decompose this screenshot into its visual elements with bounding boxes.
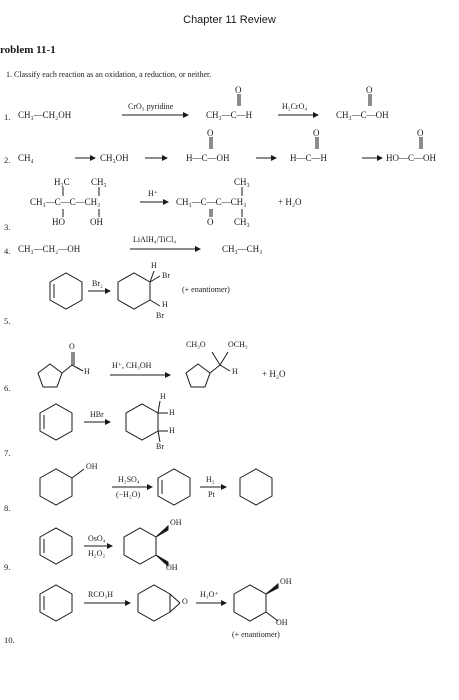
- r2-e-oxygen: O: [417, 128, 424, 138]
- r7-bromine: Br: [156, 442, 164, 451]
- cyclopentane-ring-6a: [37, 363, 63, 388]
- r8-reagent: H₂SO₄: [118, 475, 140, 484]
- reaction-number-6: 6.: [4, 383, 11, 393]
- r4-reagent: LiAlH₄/TiCl₄: [133, 235, 177, 244]
- r1-p1-oxygen: O: [235, 85, 242, 95]
- r3-top-left: H₃C: [54, 177, 70, 187]
- r3-p-top: CH₃: [234, 177, 250, 187]
- problem-title: roblem 11-1: [0, 44, 56, 56]
- r9-reagent2: H₂O₂: [88, 549, 106, 558]
- r2-d-oxygen: O: [313, 128, 320, 138]
- r3-pinacol: CH₃—C—C—CH₃: [30, 197, 101, 207]
- r1-product-aldehyde: CH₃—C—H: [206, 110, 253, 120]
- r10-reagent2: H₃O⁺: [200, 590, 219, 599]
- r3-bottom-left: HO: [52, 217, 65, 227]
- r10-epoxide-oxygen: O: [182, 597, 188, 606]
- reaction-number-5: 5.: [4, 316, 11, 326]
- cyclopentane-ring-6b: [185, 363, 211, 388]
- instructions: 1. Classify each reaction as an oxidatio…: [6, 70, 212, 79]
- r4-ethane: CH₃—CH₃: [222, 244, 263, 254]
- r6-aldehyde-h: H: [84, 367, 90, 376]
- reaction-number-10: 10.: [4, 635, 15, 645]
- r8-catalyst: Pt: [208, 490, 215, 499]
- r9-reagent: OsO₄: [88, 534, 106, 543]
- r2-carbonic-acid: HO—C—OH: [386, 153, 437, 163]
- r5-reagent: Br₂: [92, 279, 103, 288]
- r4-ethanol: CH₃—CH₂—OH: [18, 244, 81, 254]
- r7-h-low: H: [169, 426, 175, 435]
- r6-water: + H₂O: [262, 369, 286, 379]
- bromocyclohexane-ring: [125, 403, 159, 441]
- r5-h-bottom: H: [162, 300, 168, 309]
- r3-top-right: CH₃: [91, 177, 107, 187]
- r10-oh-bottom: OH: [276, 618, 288, 627]
- r3-water: + H₂O: [278, 197, 302, 207]
- r1-reactant: CH₃—CH₂OH: [18, 110, 72, 120]
- cyclohexene-ring-9: [39, 527, 73, 565]
- r7-h-top: H: [160, 392, 166, 401]
- cyclohexene-ring-7: [39, 403, 73, 441]
- reaction-number-8: 8.: [4, 503, 11, 513]
- r5-br-top: Br: [162, 271, 170, 280]
- r6-reagent: H⁺, CH₃OH: [112, 361, 152, 370]
- r6-och3-right: OCH₃: [228, 340, 248, 349]
- r1-reagent2: H₂CrO₄: [282, 102, 308, 111]
- r8-reagent2: (−H₂O): [116, 490, 141, 499]
- page-header: Chapter 11 Review: [183, 14, 276, 26]
- r5-enantiomer-note: (+ enantiomer): [182, 285, 230, 294]
- r2-methane: CH₄: [18, 153, 34, 163]
- r2-formaldehyde: H—C—H: [290, 153, 328, 163]
- reaction-number-4: 4.: [4, 246, 11, 256]
- r1-product-acid: CH₃—C—OH: [336, 110, 389, 120]
- r7-h-mid: H: [169, 408, 175, 417]
- r9-oh-top: OH: [170, 518, 182, 527]
- r10-reagent: RCO₃H: [88, 590, 114, 599]
- r10-oh-top: OH: [280, 577, 292, 586]
- dibromocyclohexane-ring: [117, 272, 151, 310]
- r3-p-oxygen: O: [207, 217, 214, 227]
- reaction-number-2: 2.: [4, 155, 11, 165]
- r5-br-bottom: Br: [156, 311, 164, 320]
- reaction-number-3: 3.: [4, 222, 11, 232]
- r1-p2-oxygen: O: [366, 85, 373, 95]
- r3-p-bottom: CH₃: [234, 217, 250, 227]
- cyclohexene-ring-5: [49, 272, 83, 310]
- reaction-number-7: 7.: [4, 448, 11, 458]
- r6-acetal-h: H: [232, 367, 238, 376]
- r3-bottom-right: OH: [90, 217, 103, 227]
- r3-pinacolone: CH₃—C—C—CH₃: [176, 197, 247, 207]
- r2-c-oxygen: O: [207, 128, 214, 138]
- r6-oxygen: O: [69, 342, 75, 351]
- trans-diol-ring: [233, 584, 267, 622]
- cyclohexanol-ring: [39, 468, 73, 506]
- r8-hydroxyl: OH: [86, 462, 98, 471]
- cis-diol-ring: [123, 527, 157, 565]
- epoxide-ring: [137, 584, 171, 622]
- r1-reagent: CrO₃ pyridine: [128, 102, 174, 111]
- r2-formic-acid: H—C—OH: [186, 153, 230, 163]
- r6-och3-left: CH₃O: [186, 340, 206, 349]
- reaction-number-9: 9.: [4, 562, 11, 572]
- r5-h-top: H: [151, 261, 157, 270]
- r8-hydrogen: H₂: [206, 475, 215, 484]
- cyclohexane-ring: [239, 468, 273, 506]
- reaction-number-1: 1.: [4, 112, 11, 122]
- r9-oh-bottom: OH: [166, 563, 178, 572]
- r10-enantiomer-note: (+ enantiomer): [232, 630, 280, 639]
- r2-methanol: CH₃OH: [100, 153, 129, 163]
- cyclohexene-ring-8: [157, 468, 191, 506]
- r7-reagent: HBr: [90, 410, 104, 419]
- r3-reagent: H⁺: [148, 189, 158, 198]
- cyclohexene-ring-10: [39, 584, 73, 622]
